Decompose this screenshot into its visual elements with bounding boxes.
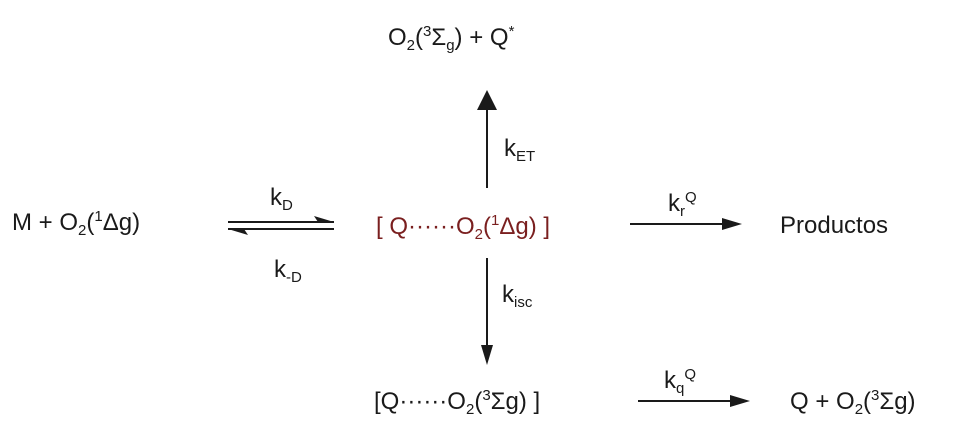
reverse-arrow-head — [228, 229, 248, 235]
top-o2-subscript: 2 — [406, 37, 416, 54]
top-plus-q: + Q — [462, 24, 509, 51]
kq-arrow-head — [730, 395, 750, 407]
kq-subscript: q — [676, 380, 685, 397]
complex-o2-subscript: 2 — [474, 226, 483, 243]
k-minus-d-label: k-D — [274, 256, 302, 286]
reactants-open-paren: ( — [86, 209, 95, 236]
singlet-complex-label: [ Q······O2(1Δg) ] — [376, 213, 550, 242]
kr-label: krQ — [668, 190, 697, 219]
triplet-prefix: [Q······O — [374, 388, 466, 415]
kr-arrow-head — [722, 218, 742, 230]
kisc-label: kisc — [502, 281, 533, 311]
isc-arrow-head — [481, 345, 493, 365]
complex-open-paren: ( — [482, 213, 491, 240]
k-minus-d-k: k — [274, 256, 286, 283]
top-multiplicity: 3 — [423, 23, 432, 40]
kr-k: k — [668, 190, 680, 217]
kisc-k: k — [502, 281, 514, 308]
kisc-subscript: isc — [514, 294, 533, 311]
reactants-prefix: M + O — [12, 209, 79, 236]
triplet-complex-label: [Q······O2(3Σg) ] — [374, 388, 540, 417]
triplet-open-paren: ( — [474, 388, 483, 415]
reactants-term: Δg) — [102, 209, 141, 236]
ket-subscript: ET — [516, 148, 536, 165]
products-label: Productos — [780, 212, 889, 239]
final-prefix: Q + O — [790, 388, 855, 415]
reactants-label: M + O2(1Δg) — [12, 209, 140, 238]
reactants-multiplicity: 1 — [94, 208, 103, 225]
ket-label: kET — [504, 135, 536, 165]
et-arrow-head — [477, 90, 497, 110]
forward-arrow-head — [314, 216, 334, 222]
top-product-label: O2(3Σg) + Q* — [388, 24, 514, 53]
top-term-symbol: Σ — [431, 24, 447, 51]
final-multiplicity: 3 — [871, 387, 880, 404]
triplet-term: Σg) ] — [490, 388, 541, 415]
top-close-paren: ) — [454, 24, 463, 51]
top-open-paren: ( — [415, 24, 424, 51]
final-open-paren: ( — [863, 388, 872, 415]
kq-label: kqQ — [664, 367, 696, 396]
ket-k: k — [504, 135, 516, 162]
kr-superscript: Q — [685, 189, 697, 206]
equilibrium-arrows — [228, 216, 334, 235]
complex-prefix: [ Q······O — [376, 213, 475, 240]
final-term: Σg) — [879, 388, 916, 415]
reactants-o2-subscript: 2 — [78, 222, 87, 239]
kq-superscript: Q — [684, 366, 697, 383]
top-excited-star: * — [508, 23, 515, 40]
kd-label: kD — [270, 184, 293, 214]
kr-subscript: r — [680, 203, 685, 220]
complex-multiplicity: 1 — [490, 212, 500, 229]
top-term-subscript: g — [446, 37, 455, 54]
kq-k: k — [664, 367, 676, 394]
k-minus-d-subscript: -D — [286, 269, 302, 286]
kd-subscript: D — [282, 197, 293, 214]
final-o2-subscript: 2 — [854, 401, 864, 418]
triplet-o2-subscript: 2 — [465, 401, 475, 418]
final-products-label: Q + O2(3Σg) — [790, 388, 916, 417]
kd-k: k — [270, 184, 282, 211]
top-o-symbol: O — [388, 24, 407, 51]
triplet-multiplicity: 3 — [482, 387, 491, 404]
complex-term: Δg) ] — [499, 213, 551, 240]
